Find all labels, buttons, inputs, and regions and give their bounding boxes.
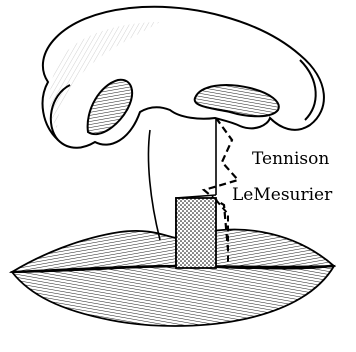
nose-outline <box>43 7 324 148</box>
lower-lip <box>12 266 334 326</box>
left-nostril <box>88 80 132 134</box>
flap-stipple <box>176 198 216 268</box>
label-tennison: Tennison <box>252 149 329 169</box>
label-lemesurier: LeMesurier <box>232 185 333 205</box>
nose <box>43 7 324 148</box>
lips <box>12 230 334 326</box>
right-nostril <box>195 85 279 116</box>
nostrils <box>88 80 279 134</box>
